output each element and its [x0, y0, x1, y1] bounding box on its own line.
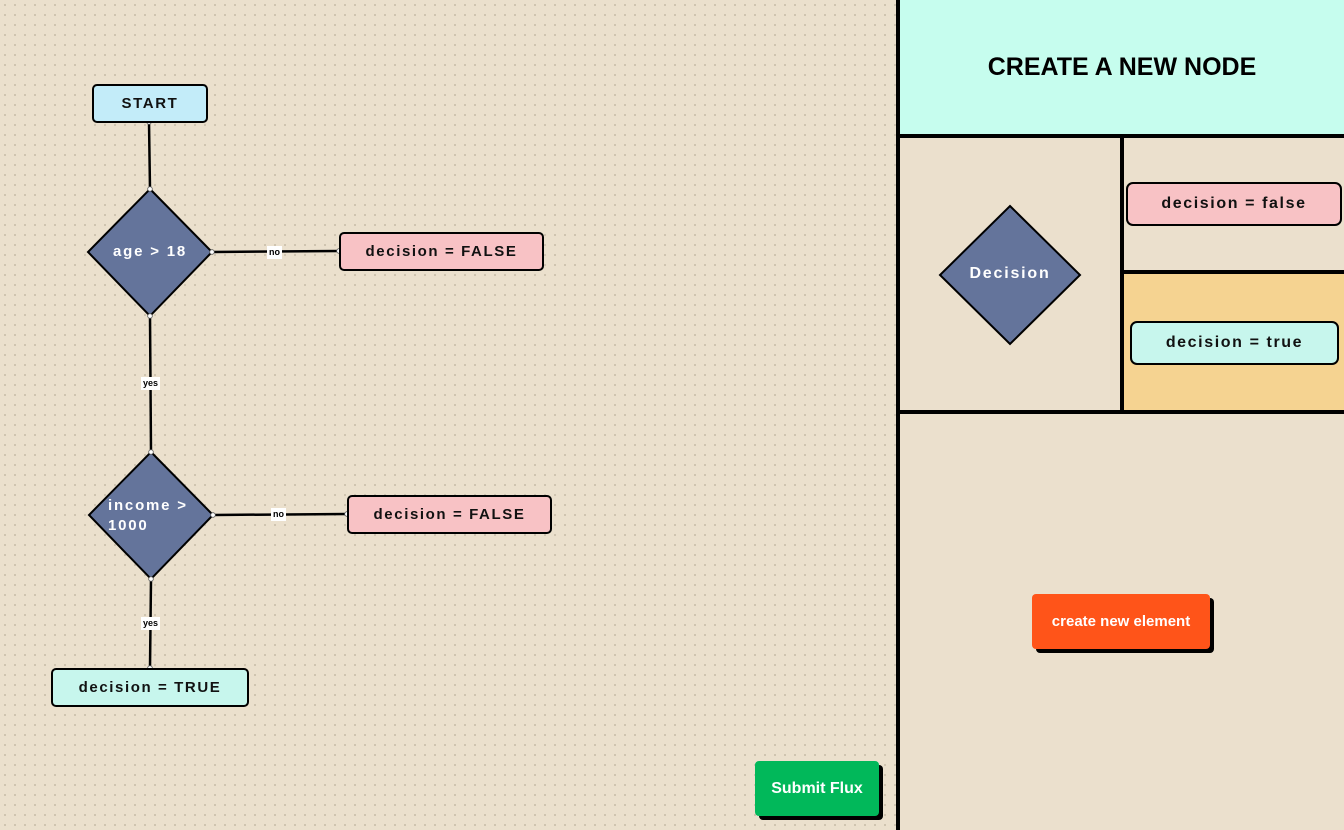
palette-true-label: decision = true — [1165, 334, 1304, 351]
palette-false-cell: decision = false — [1124, 138, 1344, 274]
handle-dot — [148, 449, 154, 455]
flow-canvas[interactable]: START age > 18 no decision = FALSE yes i… — [0, 0, 900, 830]
create-element-area: create new element — [900, 414, 1344, 830]
edge-label-yes: yes — [141, 617, 161, 630]
handle-dot — [147, 313, 153, 319]
true-node[interactable]: decision = TRUE — [51, 668, 249, 707]
create-new-element-button[interactable]: create new element — [1032, 594, 1210, 649]
palette-false-node[interactable]: decision = false — [1126, 182, 1342, 226]
start-node[interactable]: START — [92, 84, 208, 123]
false-node[interactable]: decision = FALSE — [339, 232, 544, 271]
handle-dot — [147, 186, 153, 192]
flow-edges — [86, 119, 350, 671]
decision-age-label: age > 18 — [113, 243, 188, 260]
true-node-label: decision = TRUE — [78, 679, 222, 696]
handle-dot — [209, 249, 215, 255]
handle-dot — [148, 576, 154, 582]
false-node-label: decision = FALSE — [373, 506, 526, 523]
palette-decision-label: Decision — [969, 265, 1051, 282]
palette-decision-cell: Decision — [900, 138, 1124, 410]
create-node-panel: CREATE A NEW NODE Decision decision = fa… — [900, 0, 1344, 830]
edge-label-no: no — [271, 508, 286, 521]
palette-true-cell: decision = true — [1124, 274, 1344, 410]
start-node-label: START — [121, 95, 179, 112]
edge-label-no: no — [267, 246, 282, 259]
false-node[interactable]: decision = FALSE — [347, 495, 552, 534]
panel-divider — [900, 410, 1344, 414]
decision-income-label-line2: 1000 — [108, 517, 149, 534]
edge-start-age — [147, 121, 152, 190]
palette-false-label: decision = false — [1161, 195, 1307, 212]
panel-title: CREATE A NEW NODE — [900, 0, 1344, 138]
palette-decision-diamond[interactable] — [900, 138, 1120, 410]
decision-income-label: income > 1000 — [108, 496, 188, 536]
submit-flux-button[interactable]: Submit Flux — [755, 761, 879, 816]
palette-true-node[interactable]: decision = true — [1130, 321, 1339, 365]
false-node-label: decision = FALSE — [365, 243, 518, 260]
handle-dot — [210, 512, 216, 518]
edge-label-yes: yes — [141, 377, 161, 390]
decision-income-label-line1: income > — [108, 497, 188, 514]
